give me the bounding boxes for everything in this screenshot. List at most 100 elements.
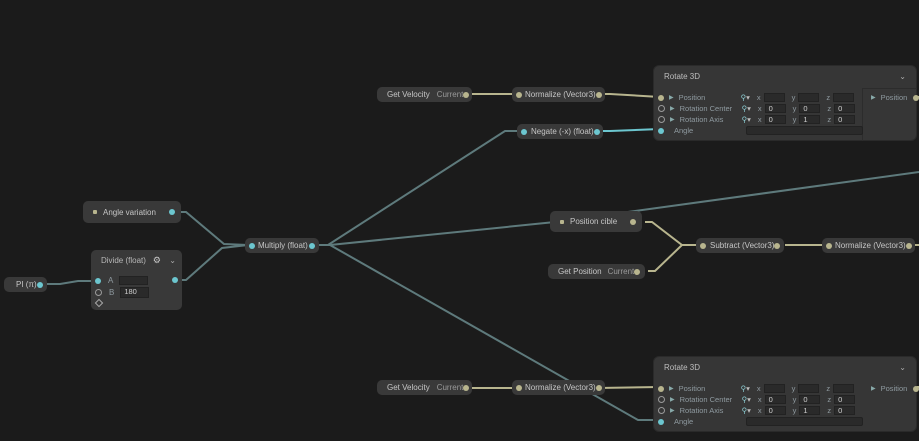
normalize-node-bottom[interactable]: Normalize (Vector3) [512, 380, 605, 395]
rotation-axis-port[interactable] [658, 407, 665, 414]
space-icon[interactable]: ⚲ [741, 104, 748, 113]
pi-node[interactable]: PI (π) [4, 277, 47, 292]
normalize-output-port[interactable] [595, 91, 602, 98]
negate-output-port[interactable] [593, 128, 600, 135]
space-icon[interactable]: ⚲ [740, 384, 747, 393]
rotate-3d-node-top[interactable]: Rotate 3D ⌄ ▶ Position ⚲▾ x y z ▶ Rotati… [653, 65, 919, 141]
output-position-label: Position [880, 93, 908, 102]
position-cible-output-port[interactable] [630, 218, 636, 225]
rotation-center-y-field[interactable]: 0 [799, 395, 821, 404]
position-x-field[interactable] [763, 93, 785, 102]
rotation-axis-z-field[interactable]: 0 [834, 115, 856, 124]
divide-output-port[interactable] [172, 277, 178, 283]
normalize-node-top[interactable]: Normalize (Vector3) [512, 87, 605, 102]
rotation-center-z-field[interactable]: 0 [834, 104, 856, 113]
dropdown-icon[interactable]: ▾ [747, 115, 751, 124]
divide-add-port[interactable] [94, 298, 104, 308]
chevron-down-icon[interactable]: ⌄ [169, 255, 176, 265]
dropdown-icon[interactable]: ▾ [746, 93, 750, 102]
position-z-field[interactable] [833, 93, 855, 102]
rotation-axis-y-field[interactable]: 1 [799, 406, 821, 415]
expand-icon[interactable]: ▶ [871, 386, 876, 392]
get-position-mode: Current [607, 267, 635, 276]
divide-b-field[interactable]: 180 [120, 287, 150, 298]
position-y-field[interactable] [798, 384, 820, 393]
divide-b-port[interactable] [95, 289, 102, 296]
position-cible-node[interactable]: Position cible [550, 211, 642, 232]
rotation-center-x-field[interactable]: 0 [764, 395, 786, 404]
space-icon[interactable]: ⚲ [740, 93, 747, 102]
rotation-center-x-field[interactable]: 0 [764, 104, 786, 113]
dropdown-icon[interactable]: ▾ [747, 104, 751, 113]
space-icon[interactable]: ⚲ [741, 406, 748, 415]
rotation-axis-port[interactable] [658, 116, 665, 123]
normalize-input-port[interactable] [516, 91, 522, 98]
normalize-node-mid[interactable]: Normalize (Vector3) [822, 238, 915, 253]
negate-input-port[interactable] [521, 128, 527, 135]
angle-input-port[interactable] [658, 418, 664, 425]
rotate-output-row: ▶ Position [866, 383, 919, 394]
expand-icon[interactable]: ▶ [670, 106, 675, 112]
position-output-port[interactable] [913, 94, 919, 101]
subtract-output-port[interactable] [774, 242, 781, 249]
x-label: x [757, 395, 762, 404]
divide-a-port[interactable] [95, 277, 101, 284]
get-velocity-output-port[interactable] [463, 91, 470, 98]
get-velocity-node-bottom[interactable]: Get Velocity Current [377, 380, 472, 395]
position-input-port[interactable] [658, 94, 664, 101]
multiply-input-port[interactable] [249, 242, 255, 249]
pi-output-port[interactable] [36, 281, 43, 288]
subtract-node[interactable]: Subtract (Vector3) [696, 238, 784, 253]
get-position-node[interactable]: Get Position Current [548, 264, 645, 279]
multiply-output-port[interactable] [309, 242, 315, 249]
angle-variation-node[interactable]: Angle variation [83, 201, 181, 223]
divide-a-field[interactable] [119, 276, 149, 285]
expand-icon[interactable]: ▶ [670, 408, 675, 414]
space-icon[interactable]: ⚲ [741, 395, 748, 404]
gear-icon[interactable]: ⚙ [152, 254, 161, 265]
dropdown-icon[interactable]: ▾ [747, 406, 751, 415]
expand-icon[interactable]: ▶ [669, 386, 674, 392]
expand-icon[interactable]: ▶ [669, 95, 674, 101]
position-output-port[interactable] [913, 385, 919, 392]
position-y-field[interactable] [798, 93, 820, 102]
x-label: x [757, 104, 762, 113]
expand-icon[interactable]: ▶ [871, 95, 876, 101]
get-position-output-port[interactable] [634, 268, 641, 275]
get-velocity-mode: Current [436, 383, 464, 392]
rotation-axis-y-field[interactable]: 1 [799, 115, 821, 124]
expand-icon[interactable]: ▶ [670, 117, 675, 123]
negate-node[interactable]: Negate (-x) (float) [517, 124, 603, 139]
subtract-input-port[interactable] [700, 242, 706, 249]
dropdown-icon[interactable]: ▾ [747, 395, 751, 404]
position-x-field[interactable] [763, 384, 785, 393]
divide-node[interactable]: Divide (float) ⚙ ⌄ A B 180 [91, 250, 182, 310]
normalize-output-port[interactable] [905, 242, 912, 249]
chevron-down-icon[interactable]: ⌄ [899, 362, 906, 372]
multiply-node[interactable]: Multiply (float) [245, 238, 319, 253]
rotation-center-y-field[interactable]: 0 [799, 104, 821, 113]
angle-variation-output-port[interactable] [169, 209, 175, 215]
normalize-input-port[interactable] [516, 384, 522, 391]
rotation-center-z-field[interactable]: 0 [834, 395, 856, 404]
get-velocity-node-top[interactable]: Get Velocity Current [377, 87, 472, 102]
dropdown-icon[interactable]: ▾ [746, 384, 750, 393]
normalize-output-port[interactable] [595, 384, 602, 391]
angle-input-port[interactable] [658, 127, 664, 134]
rotation-center-port[interactable] [658, 105, 665, 112]
angle-field[interactable] [746, 417, 863, 426]
chevron-down-icon[interactable]: ⌄ [899, 71, 906, 81]
normalize-input-port[interactable] [826, 242, 832, 249]
rotate-3d-node-bottom[interactable]: Rotate 3D ⌄ ▶ Position ⚲▾ x y z ▶ Rotati… [653, 356, 919, 432]
position-z-field[interactable] [833, 384, 855, 393]
expand-icon[interactable]: ▶ [670, 397, 675, 403]
position-input-port[interactable] [658, 385, 664, 392]
get-velocity-output-port[interactable] [463, 384, 470, 391]
rotation-axis-x-field[interactable]: 0 [764, 406, 786, 415]
rotation-axis-z-field[interactable]: 0 [834, 406, 856, 415]
rotation-center-port[interactable] [658, 396, 665, 403]
angle-field[interactable] [746, 126, 863, 135]
space-icon[interactable]: ⚲ [741, 115, 748, 124]
rotation-axis-x-field[interactable]: 0 [764, 115, 786, 124]
